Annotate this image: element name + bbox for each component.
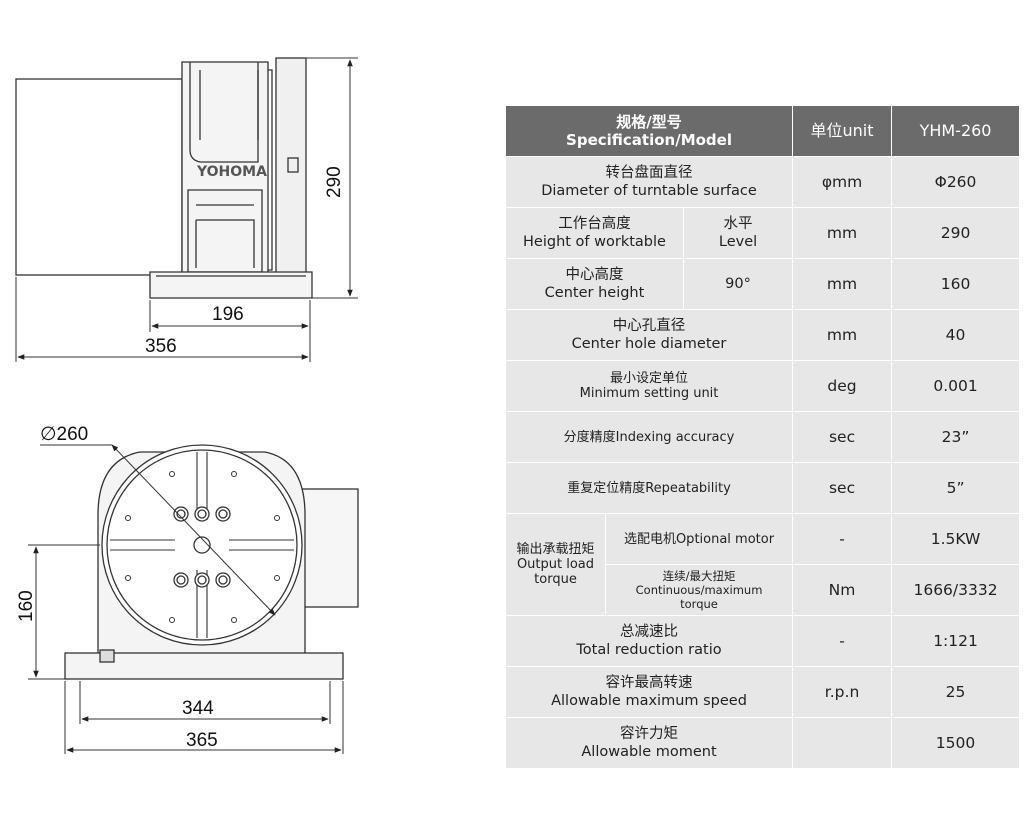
row-value: 1500: [891, 717, 1021, 769]
spec-header-zh: 规格/型号: [616, 113, 682, 131]
row-label: 分度精度Indexing accuracy: [504, 411, 794, 463]
side-view-drawing: [15, 57, 313, 299]
row-label-zh: 总减速比: [620, 624, 679, 640]
row-label-en: Allowable moment: [581, 744, 717, 760]
table-row: 输出承载扭矩 Output load torque 选配电机Optional m…: [505, 513, 1021, 616]
technical-drawings: YOHOMA 290 196 356: [15, 57, 359, 754]
group-label-en-1: Output load: [516, 557, 595, 572]
row-label-zh: 容许最高转速: [605, 675, 693, 691]
row-value: 5”: [891, 462, 1021, 514]
row-unit: -: [792, 615, 893, 667]
row-label: 重复定位精度Repeatability: [504, 462, 794, 514]
row-value: 290: [891, 207, 1021, 259]
row-sublabel: 选配电机Optional motor: [604, 513, 794, 565]
row-sublabel-zh: 连续/最大扭矩: [662, 569, 736, 583]
dim-front-total-label: 365: [186, 730, 218, 751]
row-unit: Nm: [792, 564, 893, 616]
row-label-en: Minimum setting unit: [579, 386, 719, 401]
row-value: 23”: [891, 411, 1021, 463]
row-label-en: Center height: [544, 285, 645, 301]
row-value: 1:121: [891, 615, 1021, 667]
row-sublabel-en-2: torque: [680, 597, 718, 611]
row-value: 1666/3332: [891, 564, 1021, 616]
group-label-en-2: torque: [534, 572, 577, 587]
row-label-en: Center hole diameter: [571, 336, 727, 352]
row-unit: mm: [792, 309, 893, 361]
row-sublabel-zh: 水平: [723, 216, 753, 232]
spec-header-row: 规格/型号 Specification/Model 单位unit YHM-260: [504, 105, 1021, 157]
row-label-en: Allowable maximum speed: [551, 693, 747, 709]
row-value: 25: [891, 666, 1021, 718]
torque-group-label: 输出承载扭矩 Output load torque: [505, 513, 606, 616]
unit-header: 单位unit: [792, 105, 893, 157]
table-row: 重复定位精度Repeatability sec 5”: [504, 462, 1021, 514]
front-view-dimensions: [28, 444, 344, 754]
brand-logo: YOHOMA: [196, 164, 267, 180]
row-unit: sec: [792, 462, 893, 514]
table-row: 容许最高转速 Allowable maximum speed r.p.n 25: [504, 666, 1021, 718]
group-label-zh: 输出承载扭矩: [516, 542, 595, 557]
row-label-en: Total reduction ratio: [576, 642, 722, 658]
row-unit: mm: [792, 258, 893, 310]
row-label-zh: 最小设定单位: [610, 371, 689, 386]
model-header: YHM-260: [891, 105, 1021, 157]
row-value: 160: [891, 258, 1021, 310]
table-row: 分度精度Indexing accuracy sec 23”: [504, 411, 1021, 463]
row-unit: r.p.n: [792, 666, 893, 718]
row-label-zh: 工作台高度: [558, 216, 631, 232]
spec-header-en: Specification/Model: [566, 131, 732, 149]
row-label-zh: 中心孔直径: [612, 318, 686, 334]
table-row: 总减速比 Total reduction ratio - 1:121: [504, 615, 1021, 667]
row-unit: -: [792, 513, 893, 565]
row-unit: φmm: [792, 156, 893, 208]
table-row: 连续/最大扭矩 Continuous/maximum torque Nm 166…: [506, 564, 1021, 616]
dim-base-label: 196: [212, 304, 244, 325]
table-row: 工作台高度 Height of worktable 水平 Level mm 290: [505, 207, 1021, 259]
spec-table: 规格/型号 Specification/Model 单位unit YHM-260…: [504, 105, 1021, 769]
row-sublabel-en-1: Continuous/maximum: [635, 583, 763, 597]
row-unit: mm: [792, 207, 893, 259]
row-sublabel-en: Level: [718, 234, 758, 250]
motor-body: [15, 78, 183, 276]
row-unit: [792, 717, 893, 769]
side-view-dimensions: [15, 57, 358, 362]
front-view-drawing: [64, 444, 359, 680]
row-label-en: Height of worktable: [523, 234, 666, 250]
dim-front-base-label: 344: [182, 698, 214, 719]
row-value: 40: [891, 309, 1021, 361]
table-row: 容许力矩 Allowable moment 1500: [504, 717, 1021, 769]
table-row: 中心孔直径 Center hole diameter mm 40: [504, 309, 1021, 361]
dim-center-label: 160: [16, 590, 37, 622]
row-label-zh: 转台盘面直径: [605, 165, 693, 181]
row-unit: deg: [792, 360, 893, 412]
row-unit: sec: [792, 411, 893, 463]
row-label-en: Diameter of turntable surface: [541, 183, 757, 199]
row-label-zh: 中心高度: [565, 267, 624, 283]
row-value: Φ260: [891, 156, 1021, 208]
row-label-zh: 容许力矩: [620, 726, 679, 742]
row-value: 1.5KW: [891, 513, 1021, 565]
spec-header: 规格/型号 Specification/Model: [504, 105, 794, 157]
row-sublabel: 90°: [682, 258, 794, 310]
dim-height-label: 290: [324, 166, 345, 198]
dim-diameter-label: ∅260: [40, 424, 88, 445]
dim-total-label: 356: [145, 336, 177, 357]
table-row: 中心高度 Center height 90° mm 160: [505, 258, 1021, 310]
row-value: 0.001: [891, 360, 1021, 412]
